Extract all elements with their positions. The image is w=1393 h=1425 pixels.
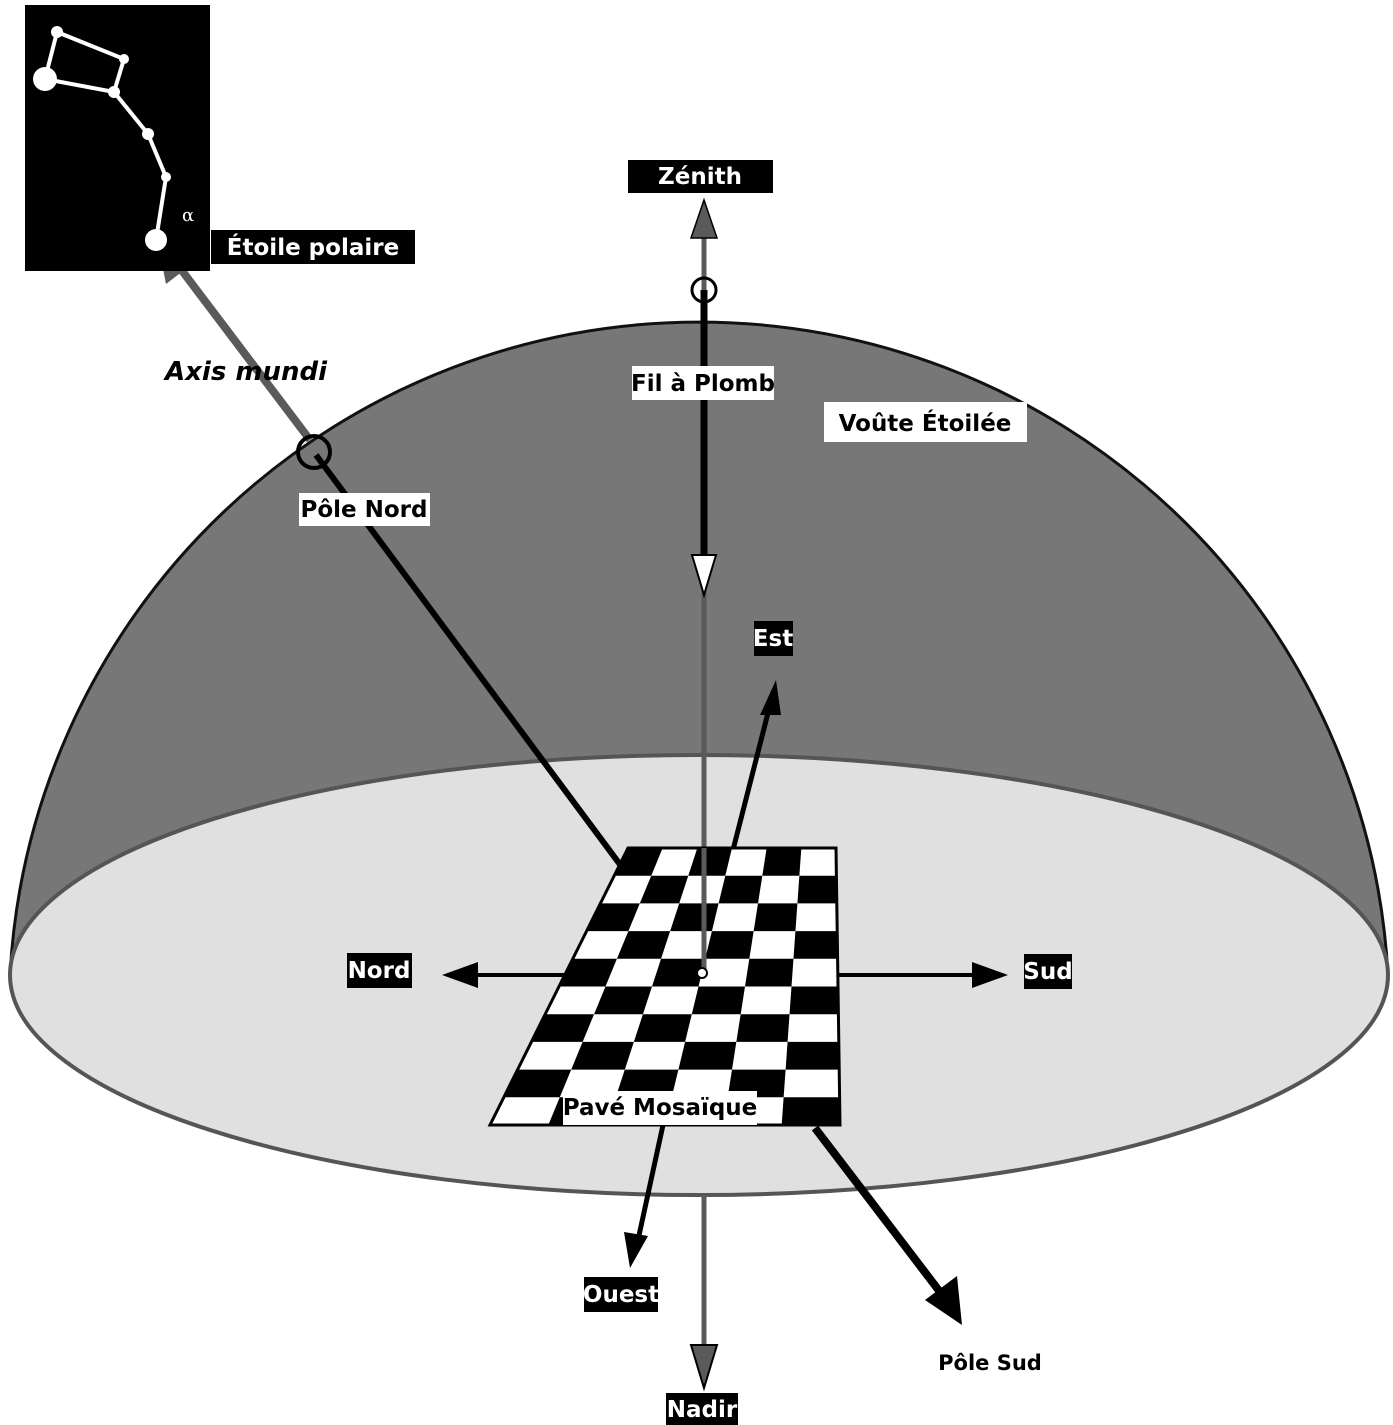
pavement-tile <box>781 1097 840 1125</box>
pavement-tile <box>705 931 754 959</box>
svg-text:Pavé Mosaïque: Pavé Mosaïque <box>563 1095 758 1121</box>
pavement-tile <box>762 848 802 876</box>
est-label: Est <box>753 621 793 656</box>
pavement-tile <box>785 1041 840 1070</box>
axis-mundi-arrow <box>158 243 314 443</box>
pavement-tile <box>797 875 837 904</box>
svg-text:Étoile polaire: Étoile polaire <box>227 233 399 261</box>
pavement-tile <box>571 1041 634 1070</box>
est-arrow <box>730 680 781 851</box>
pavement-tile <box>594 986 652 1015</box>
pavement-tile <box>745 958 794 987</box>
pavement-tile <box>633 1014 692 1042</box>
zenith-point <box>690 276 718 304</box>
pavement-tile <box>559 958 617 987</box>
svg-text:Pôle Nord: Pôle Nord <box>300 497 427 523</box>
zenith-axis <box>689 197 719 290</box>
nadir-label: Nadir <box>666 1393 738 1425</box>
pavement-tile <box>616 931 671 959</box>
svg-text:Ouest: Ouest <box>583 1282 659 1308</box>
zenith-label: Zénith <box>628 160 773 193</box>
north-pole-point <box>296 434 332 470</box>
svg-text:Voûte Étoilée: Voûte Étoilée <box>839 409 1012 437</box>
pavement-tile <box>736 1014 790 1042</box>
pavement-tile <box>615 1069 679 1098</box>
pavement-tile <box>639 875 689 904</box>
pavement-tile <box>503 1069 572 1098</box>
svg-text:Fil à Plomb: Fil à Plomb <box>631 371 775 397</box>
sud-arrow <box>838 962 1008 988</box>
axis-mundi-label: Axis mundi <box>163 357 328 387</box>
sud-label: Sud <box>1023 954 1073 989</box>
pavement-tile <box>678 1041 737 1070</box>
south-pole-arrow <box>811 1125 962 1325</box>
pole-nord-label: Pôle Nord <box>299 493 430 526</box>
pavement-tile <box>586 903 640 932</box>
alpha-label: α <box>182 205 194 226</box>
polaris-star <box>145 229 167 251</box>
svg-text:Sud: Sud <box>1023 959 1072 985</box>
pavement-tile <box>531 1014 595 1042</box>
pavement-tile <box>753 903 798 932</box>
voute-etoilee-label: Voûte Étoilée <box>824 402 1027 442</box>
center-point <box>696 967 708 979</box>
pavement-tile <box>718 875 763 904</box>
ouest-label: Ouest <box>583 1277 659 1312</box>
fil-a-plomb-label: Fil à Plomb <box>631 366 775 400</box>
etoile-polaire-label: Étoile polaire <box>211 230 415 264</box>
svg-text:Est: Est <box>753 626 793 652</box>
svg-text:Nadir: Nadir <box>667 1397 738 1423</box>
plumb-line <box>690 290 718 599</box>
pavement-tile <box>614 848 663 876</box>
ouest-arrow <box>624 1124 666 1268</box>
pave-mosaique-label: Pavé Mosaïque <box>563 1091 758 1125</box>
pavement-tile <box>727 1069 786 1098</box>
pavement-tile <box>691 986 745 1015</box>
pole-sud-label: Pôle Sud <box>938 1351 1042 1375</box>
pavement-tile <box>793 931 838 959</box>
ursa-minor-constellation <box>25 5 210 271</box>
pavement-tile <box>789 986 839 1015</box>
svg-text:Nord: Nord <box>348 958 411 984</box>
pavement-tile <box>688 848 732 876</box>
nadir-axis <box>689 1195 719 1392</box>
pavement-tile <box>652 958 706 987</box>
nord-label: Nord <box>347 953 412 988</box>
nord-arrow <box>442 962 565 988</box>
svg-text:Zénith: Zénith <box>658 164 742 190</box>
